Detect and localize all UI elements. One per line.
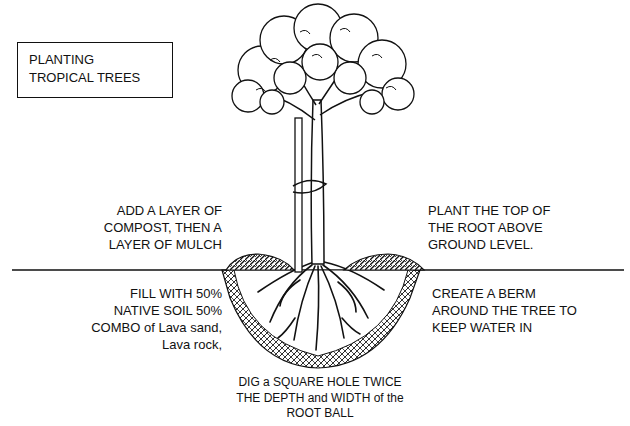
instruction-note: ADD A LAYER OF COMPOST, THEN A LAYER OF … xyxy=(92,203,222,254)
hole-wall xyxy=(222,270,420,368)
berm xyxy=(344,254,424,270)
stake xyxy=(295,118,302,272)
tree-tie xyxy=(293,180,326,193)
berm xyxy=(226,254,294,270)
title-box: PLANTING TROPICAL TREES xyxy=(17,42,173,98)
canopy xyxy=(232,4,414,114)
instruction-note: DIG a SQUARE HOLE TWICE THE DEPTH and WI… xyxy=(236,375,404,422)
roots xyxy=(258,262,384,350)
title-text: PLANTING TROPICAL TREES xyxy=(29,51,159,86)
instruction-note: FILL WITH 50% NATIVE SOIL 50% COMBO of L… xyxy=(87,286,222,354)
instruction-note: PLANT THE TOP OF THE ROOT ABOVE GROUND L… xyxy=(428,203,568,254)
instruction-note: CREATE A BERM AROUND THE TREE TO KEEP WA… xyxy=(432,286,582,337)
hole-soil xyxy=(234,270,408,356)
leaf-marks xyxy=(256,28,396,92)
